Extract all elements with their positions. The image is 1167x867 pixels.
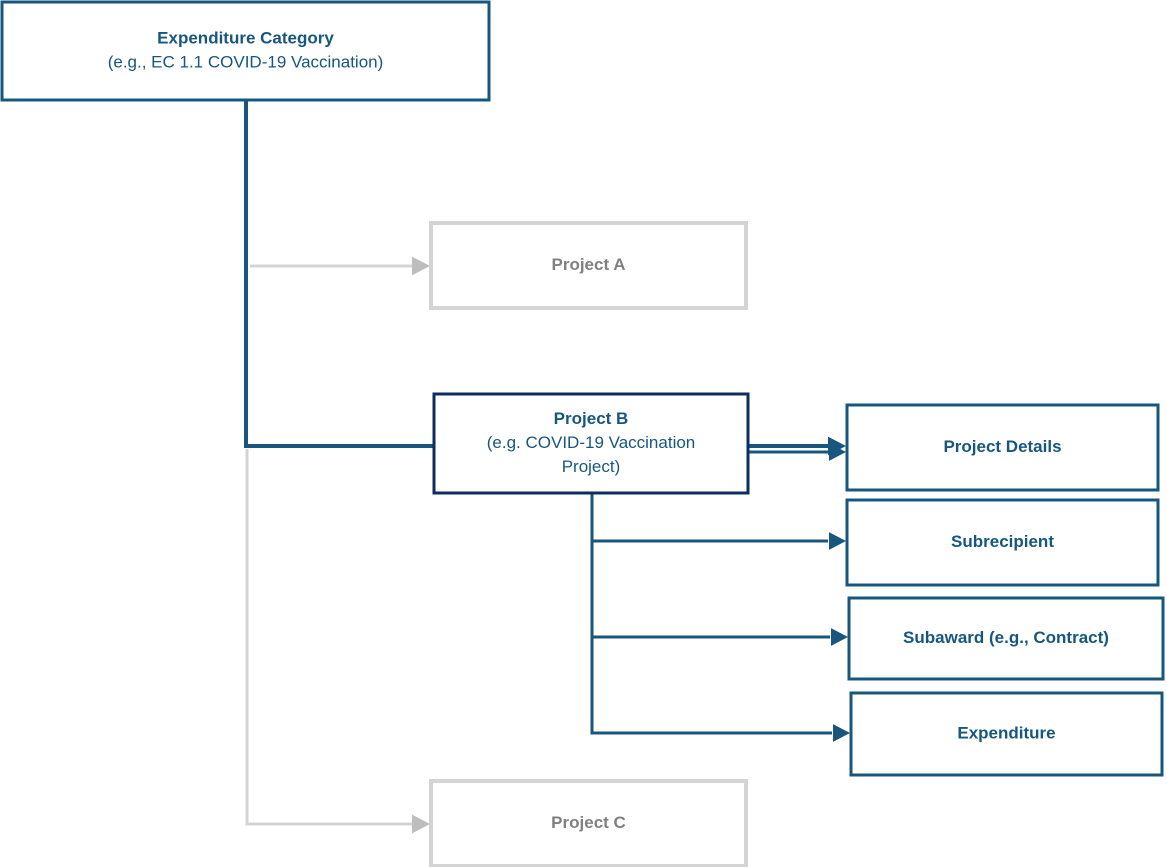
- connector-category-to-project-c-line: [245, 449, 412, 826]
- project-b-node-box[interactable]: [432, 392, 750, 495]
- connector-project-b-to-subaward-line: [590, 541, 830, 639]
- project-details-node-box[interactable]: [845, 403, 1160, 492]
- project-c-node-box[interactable]: [429, 779, 748, 867]
- expenditure-category-node-label-line-2: (e.g., EC 1.1 COVID-19 Vaccination): [108, 52, 384, 71]
- connector-project-b-to-subaward-arrowhead-icon: [831, 628, 848, 646]
- project-a-node-box[interactable]: [429, 221, 748, 310]
- project-c-node[interactable]: Project C: [429, 779, 748, 867]
- expenditure-node-label-line-1: Expenditure: [957, 723, 1055, 742]
- connector-category-to-project-a: [250, 256, 430, 276]
- connector-project-b-to-subaward: [590, 541, 848, 646]
- connector-project-b-to-subrecipient-line: [590, 493, 828, 543]
- project-details-node-label-line-1: Project Details: [943, 437, 1061, 456]
- connector-project-b-to-subrecipient-arrowhead-icon: [829, 532, 846, 550]
- subrecipient-node-label-line-1: Subrecipient: [951, 532, 1054, 551]
- expenditure-category-node-label-line-1: Expenditure Category: [157, 28, 334, 47]
- connector-category-to-project-c: [245, 449, 430, 834]
- connector-project-b-to-expenditure-line: [590, 637, 832, 735]
- project-c-node-label-line-1: Project C: [551, 813, 626, 832]
- project-b-node-label-line-1: Project B: [554, 409, 629, 428]
- project-b-node-label-line-2: (e.g. COVID-19 Vaccination: [487, 433, 696, 452]
- subaward-node-label-line-1: Subaward (e.g., Contract): [903, 628, 1109, 647]
- subaward-node[interactable]: Subaward (e.g., Contract): [847, 596, 1165, 681]
- subrecipient-node-box[interactable]: [845, 498, 1160, 587]
- project-details-node[interactable]: Project Details: [845, 403, 1160, 492]
- project-b-node-label-line-3: Project): [562, 457, 621, 476]
- connector-project-b-to-subrecipient: [590, 493, 846, 550]
- expenditure-node-box[interactable]: [849, 691, 1164, 777]
- project-a-node-label-line-1: Project A: [551, 255, 625, 274]
- connector-project-b-to-expenditure: [590, 637, 850, 742]
- connector-project-b-to-project-details: [748, 443, 846, 461]
- expenditure-category-node-box[interactable]: [0, 0, 491, 102]
- subrecipient-node[interactable]: Subrecipient: [845, 498, 1160, 587]
- connector-category-to-project-a-arrowhead-icon: [412, 256, 430, 276]
- project-b-node[interactable]: Project B (e.g. COVID-19 VaccinationProje…: [432, 392, 750, 495]
- expenditure-category-node[interactable]: Expenditure Category (e.g., EC 1.1 COVID-…: [0, 0, 491, 102]
- expenditure-node[interactable]: Expenditure: [849, 691, 1164, 777]
- connector-project-b-to-project-details-arrowhead-icon: [829, 443, 846, 461]
- connector-category-to-project-c-arrowhead-icon: [412, 814, 430, 834]
- connector-project-b-to-expenditure-arrowhead-icon: [833, 724, 850, 742]
- subaward-node-box[interactable]: [847, 596, 1165, 681]
- project-a-node[interactable]: Project A: [429, 221, 748, 310]
